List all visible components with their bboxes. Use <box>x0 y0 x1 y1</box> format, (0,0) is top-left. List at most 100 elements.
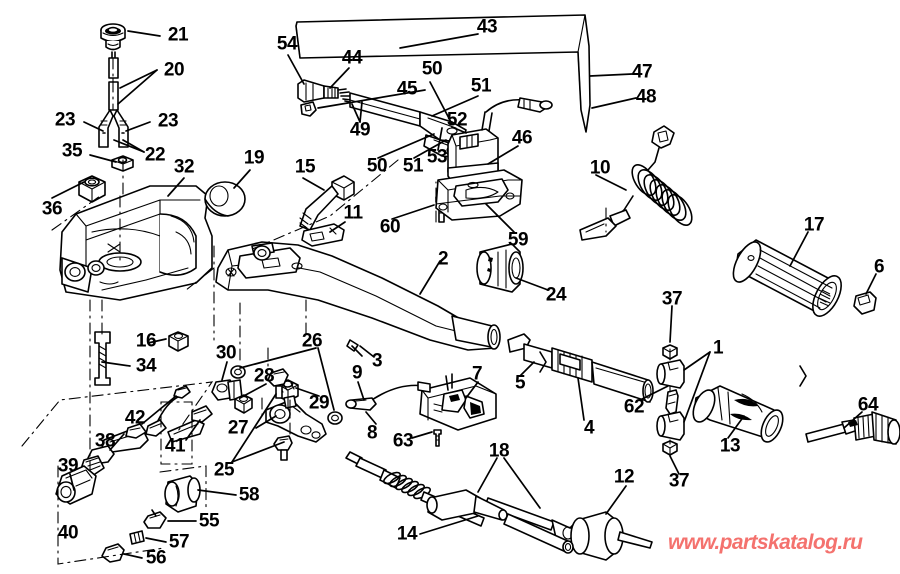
callout-55: 55 <box>198 510 220 532</box>
part-26-washer-right <box>327 411 343 425</box>
part-13-grip-housing <box>692 385 784 443</box>
callout-54: 54 <box>276 33 298 55</box>
callout-62: 62 <box>623 396 645 418</box>
callout-59: 59 <box>507 229 529 251</box>
callout-38: 38 <box>94 430 116 452</box>
part-23-key-tines <box>98 109 129 148</box>
callout-25: 25 <box>213 459 235 481</box>
part-62-pin <box>665 389 679 415</box>
callout-28: 28 <box>253 365 275 387</box>
part-47-48-cable-lead <box>485 97 553 113</box>
callout-22: 22 <box>144 144 166 166</box>
callout-9: 9 <box>351 362 363 384</box>
part-63-screw <box>433 429 442 447</box>
site-watermark: www.partskatalog.ru <box>668 531 863 554</box>
callout-3: 3 <box>371 350 383 372</box>
callout-15: 15 <box>294 156 316 178</box>
callout-37: 37 <box>668 470 690 492</box>
part-54-cable-end <box>297 79 325 103</box>
part-5-pin-right <box>799 365 807 387</box>
callout-34: 34 <box>135 355 157 377</box>
callout-7: 7 <box>471 363 483 385</box>
callout-6: 6 <box>873 256 885 278</box>
callout-17: 17 <box>803 214 825 236</box>
part-4-throttle-shaft <box>507 333 654 403</box>
callout-30: 30 <box>215 342 237 364</box>
assembly-guide-lines <box>21 57 671 565</box>
callout-48: 48 <box>635 86 657 108</box>
callout-46: 46 <box>511 127 533 149</box>
part-24-bushing <box>476 243 524 293</box>
part-59-mount-plate <box>435 169 523 221</box>
part-15-bolt <box>299 175 355 231</box>
callout-40: 40 <box>57 522 79 544</box>
part-44-cable-sleeve <box>323 85 355 104</box>
callout-11: 11 <box>343 202 363 224</box>
callout-32: 32 <box>173 156 195 178</box>
callout-12: 12 <box>613 466 635 488</box>
part-6-cap <box>853 291 877 315</box>
callout-50: 50 <box>366 155 388 177</box>
callout-19: 19 <box>243 147 265 169</box>
callout-4: 4 <box>583 417 595 439</box>
callout-26: 26 <box>301 330 323 352</box>
callout-24: 24 <box>545 284 567 306</box>
part-21-key-cap <box>100 23 126 59</box>
part-39-40-switch-body <box>55 445 115 505</box>
callout-13: 13 <box>719 435 741 457</box>
callout-16: 16 <box>135 330 157 352</box>
part-10-safety-lanyard <box>579 125 693 241</box>
part-12-roller <box>570 511 653 561</box>
callout-58: 58 <box>238 484 260 506</box>
callout-leader-lines <box>51 30 877 559</box>
part-14-tube-assembly <box>426 489 574 554</box>
part-1-upper-bushing <box>656 359 685 389</box>
part-2-tiller-arm <box>215 241 501 351</box>
callout-53: 53 <box>426 146 448 168</box>
callout-50: 50 <box>421 58 443 80</box>
part-18-shaft-right <box>484 497 581 547</box>
callout-23: 23 <box>54 109 76 131</box>
callout-42: 42 <box>124 407 146 429</box>
part-28-nut <box>234 394 253 414</box>
callout-35: 35 <box>61 140 83 162</box>
part-58-bushing <box>164 475 201 513</box>
part-27-throttle-link <box>265 395 327 443</box>
part-45-clip <box>300 101 317 117</box>
callout-52: 52 <box>446 109 468 131</box>
callout-14: 14 <box>396 523 418 545</box>
callout-41: 41 <box>164 435 186 457</box>
part-56-plug <box>101 543 125 563</box>
part-25-screw-lower <box>273 435 293 461</box>
callout-29: 29 <box>308 392 330 414</box>
callout-43: 43 <box>476 16 498 38</box>
callout-8: 8 <box>366 422 378 444</box>
callout-27: 27 <box>227 417 249 439</box>
callout-1: 1 <box>712 337 724 359</box>
callout-39: 39 <box>57 455 79 477</box>
callout-64: 64 <box>857 394 879 416</box>
part-64-connector <box>805 411 900 445</box>
group-small-hardware <box>211 365 343 461</box>
callout-45: 45 <box>396 78 418 100</box>
part-3-pin <box>346 339 363 357</box>
callout-21: 21 <box>167 24 189 46</box>
group-cable-assembly-top <box>297 79 553 221</box>
callout-63: 63 <box>392 430 414 452</box>
callout-5: 5 <box>514 372 526 394</box>
group-left-switch <box>55 385 213 505</box>
callout-23: 23 <box>157 110 179 132</box>
part-16-nut <box>168 331 189 352</box>
part-5-pin <box>539 351 547 373</box>
callout-49: 49 <box>349 119 371 141</box>
callout-60: 60 <box>379 216 401 238</box>
callout-20: 20 <box>163 59 185 81</box>
callout-51: 51 <box>402 155 424 177</box>
callout-36: 36 <box>41 198 63 220</box>
part-9-jumper-lead <box>345 381 431 411</box>
callout-56: 56 <box>145 547 167 569</box>
callout-2: 2 <box>437 248 449 270</box>
part-30-bushing <box>211 379 243 401</box>
part-26-washer-left <box>230 365 246 379</box>
